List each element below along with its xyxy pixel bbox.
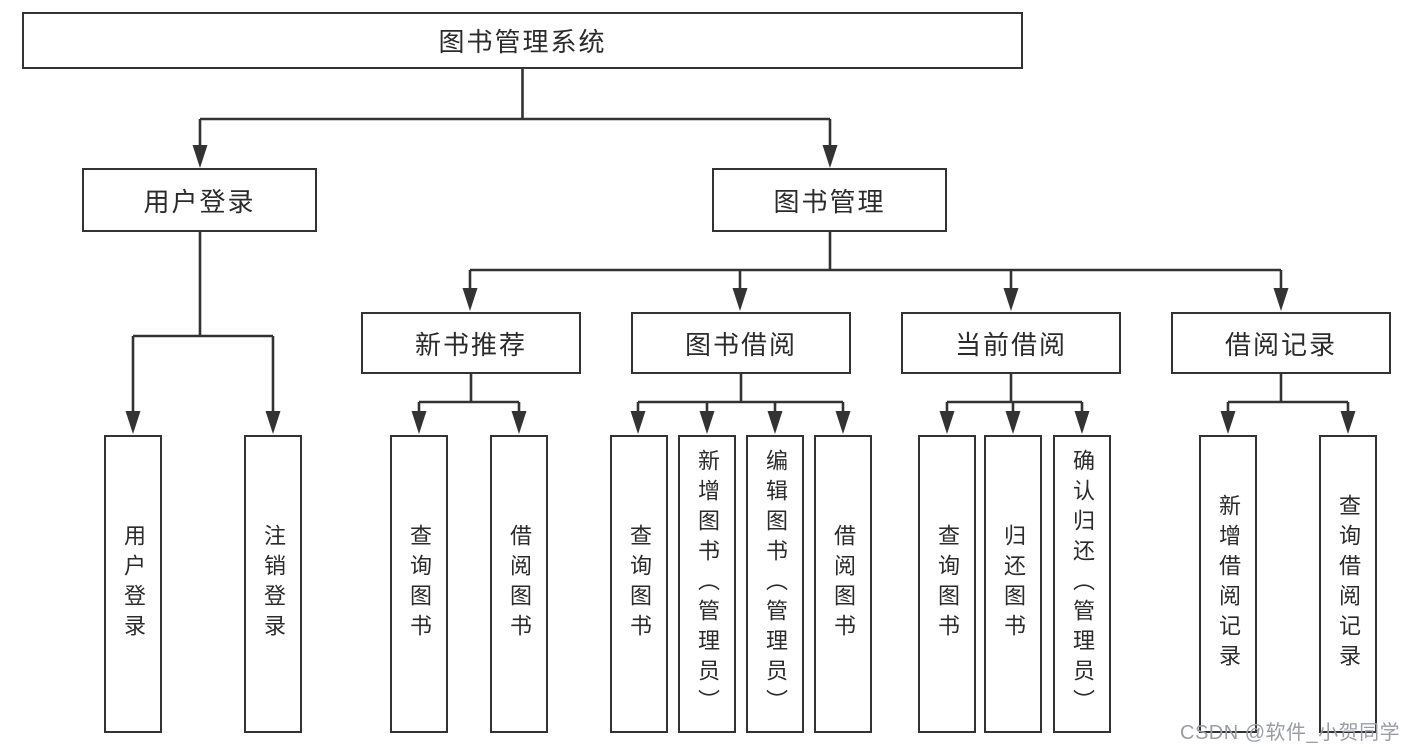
arrow-down-icon — [1003, 288, 1019, 311]
leaf-label: 借阅图书 — [831, 524, 856, 644]
node-label: 借阅记录 — [1224, 329, 1337, 360]
connector-root-to-level2 — [198, 69, 832, 147]
arrow-down-icon — [1273, 288, 1289, 311]
leaf-borrow-books-borrowing: 借阅图书 — [814, 435, 872, 733]
arrow-down-icon — [630, 411, 646, 434]
leaf-label: 查询图书 — [935, 524, 960, 644]
leaf-query-books-current: 查询图书 — [918, 435, 976, 733]
connector-current-to-leaves — [945, 373, 1084, 411]
node-book-management: 图书管理 — [712, 168, 947, 232]
leaf-label: 编辑图书（管理员） — [763, 449, 788, 719]
connector-borrowing-to-leaves — [636, 373, 845, 411]
leaf-borrow-books-recommendation: 借阅图书 — [490, 435, 548, 733]
arrow-down-icon — [732, 288, 748, 311]
arrow-down-icon — [192, 145, 208, 168]
node-new-book-recommendation: 新书推荐 — [361, 312, 581, 374]
node-label: 用户登录 — [143, 186, 256, 217]
arrow-down-icon — [699, 411, 715, 434]
connector-book-management-to-level3 — [468, 231, 1283, 289]
leaf-logout-login: 注销登录 — [244, 435, 302, 733]
leaf-label: 借阅图书 — [507, 524, 532, 644]
connector-user-login-to-leaves — [131, 231, 275, 411]
leaf-confirm-return-admin: 确认归还（管理员） — [1053, 435, 1111, 733]
connector-recommendation-to-leaves — [417, 373, 521, 411]
arrow-down-icon — [125, 411, 141, 434]
leaf-query-books-recommendation: 查询图书 — [390, 435, 448, 733]
arrow-down-icon — [1005, 411, 1021, 434]
node-label: 当前借阅 — [954, 329, 1067, 360]
arrow-down-icon — [462, 288, 478, 311]
leaf-label: 用户登录 — [121, 524, 146, 644]
node-label: 图书管理 — [773, 186, 886, 217]
leaf-label: 归还图书 — [1001, 524, 1026, 644]
arrow-down-icon — [411, 411, 427, 434]
arrow-down-icon — [1340, 411, 1356, 434]
leaf-label: 查询图书 — [627, 524, 652, 644]
node-current-borrowing: 当前借阅 — [901, 312, 1121, 374]
leaf-label: 查询借阅记录 — [1336, 494, 1361, 674]
leaf-return-books: 归还图书 — [984, 435, 1042, 733]
leaf-query-books-borrowing: 查询图书 — [610, 435, 668, 733]
connector-records-to-leaves — [1226, 373, 1350, 411]
arrow-down-icon — [767, 411, 783, 434]
node-root: 图书管理系统 — [22, 12, 1023, 69]
leaf-add-books-admin: 新增图书（管理员） — [678, 435, 736, 733]
arrow-down-icon — [1074, 411, 1090, 434]
leaf-add-borrow-record: 新增借阅记录 — [1199, 435, 1257, 733]
csdn-watermark: CSDN @软件_小贺同学 — [1180, 722, 1401, 744]
leaf-query-borrow-record: 查询借阅记录 — [1319, 435, 1377, 733]
node-label: 新书推荐 — [414, 329, 527, 360]
leaf-user-login: 用户登录 — [104, 435, 162, 733]
arrow-down-icon — [835, 411, 851, 434]
arrow-down-icon — [939, 411, 955, 434]
node-book-borrowing: 图书借阅 — [631, 312, 851, 374]
leaf-label: 确认归还（管理员） — [1070, 449, 1095, 719]
arrow-down-icon — [265, 411, 281, 434]
arrowheads — [125, 145, 1356, 434]
node-borrowing-records: 借阅记录 — [1171, 312, 1391, 374]
node-label: 图书借阅 — [684, 329, 797, 360]
leaf-label: 新增图书（管理员） — [695, 449, 720, 719]
leaf-label: 查询图书 — [407, 524, 432, 644]
arrow-down-icon — [511, 411, 527, 434]
leaf-label: 新增借阅记录 — [1216, 494, 1241, 674]
arrow-down-icon — [1220, 411, 1236, 434]
leaf-label: 注销登录 — [261, 524, 286, 644]
leaf-edit-books-admin: 编辑图书（管理员） — [746, 435, 804, 733]
node-label: 图书管理系统 — [438, 27, 607, 57]
node-user-login: 用户登录 — [82, 168, 317, 232]
arrow-down-icon — [822, 145, 838, 168]
